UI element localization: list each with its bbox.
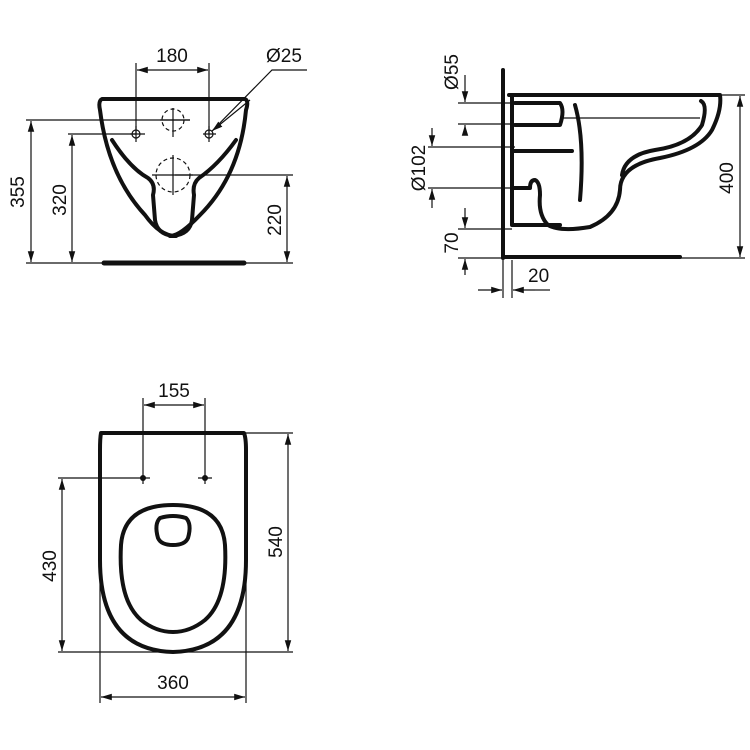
- bowl-inner-front: [110, 138, 238, 238]
- side-view: Ø55 Ø102 70 400 20: [409, 54, 745, 298]
- dim-length: 540: [266, 526, 287, 558]
- dim-hole-spacing-front: 180: [156, 46, 188, 67]
- dim-hole-spacing-top: 155: [158, 381, 190, 402]
- top-view: 155 430 540 360: [40, 381, 293, 703]
- dim-inlet-diameter: Ø55: [442, 54, 463, 90]
- dim-hole-to-front: 430: [40, 550, 61, 582]
- dim-height-320: 320: [50, 184, 71, 216]
- dim-wall-gap: 20: [528, 266, 549, 287]
- seat-outline: [118, 503, 228, 634]
- dim-height-355: 355: [8, 176, 29, 208]
- dim-width: 360: [157, 673, 189, 694]
- dim-hole-diameter: Ø25: [266, 46, 302, 67]
- dim-outlet-floor-height: 70: [442, 232, 463, 253]
- dim-outlet-diameter: Ø102: [409, 145, 430, 191]
- bowl-outline-side: [507, 93, 723, 232]
- dim-height-220: 220: [265, 204, 286, 236]
- dim-rim-height: 400: [717, 162, 738, 194]
- front-view: 180 Ø25 355 320 220: [8, 46, 307, 266]
